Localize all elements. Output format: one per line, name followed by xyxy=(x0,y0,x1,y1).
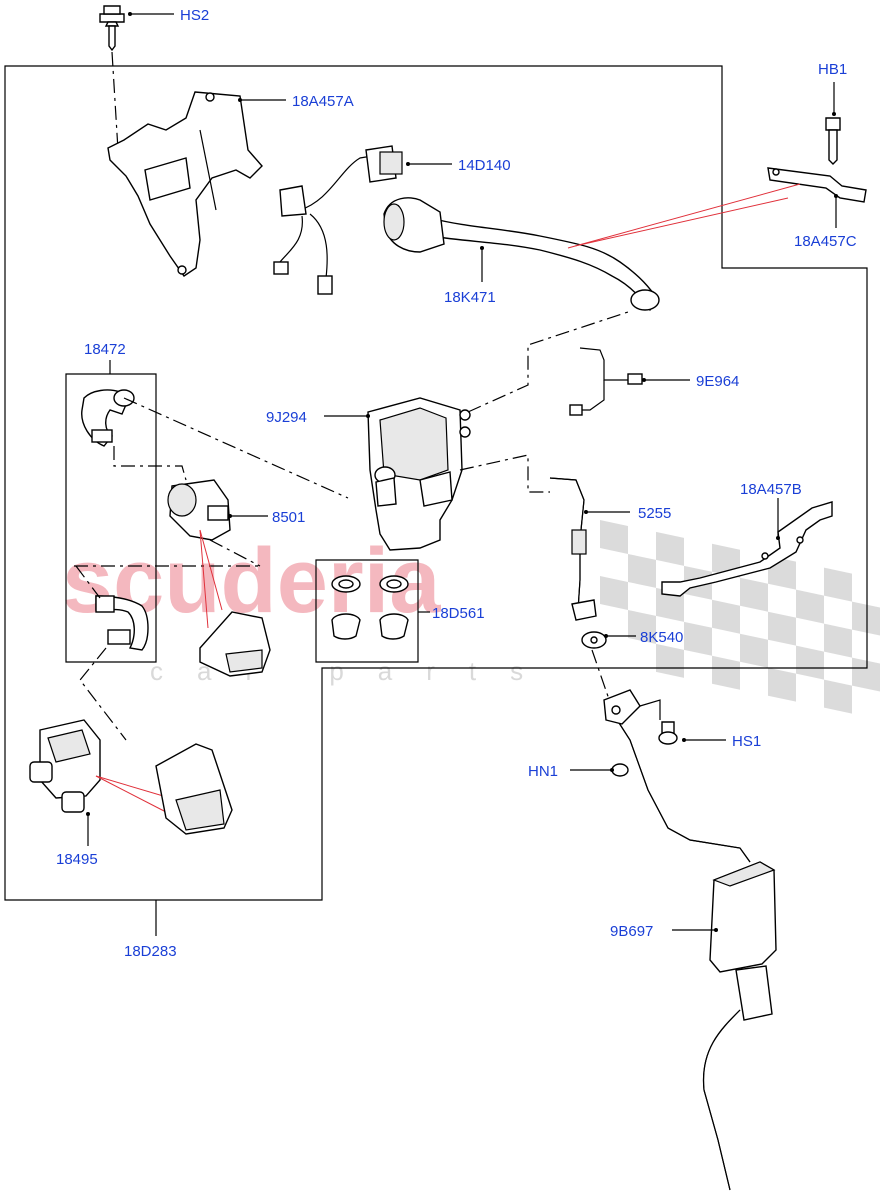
dash-9j294-duct xyxy=(467,311,629,413)
label-9E964: 9E964 xyxy=(696,373,739,390)
screw-HS1 xyxy=(658,721,678,745)
label-18A457A: 18A457A xyxy=(292,93,354,110)
label-18A457B: 18A457B xyxy=(740,481,802,498)
dash-hose-18495 xyxy=(79,647,127,741)
label-HB1: HB1 xyxy=(818,61,847,78)
heater-9J294 xyxy=(367,397,471,551)
group-outline-18472 xyxy=(65,373,157,663)
callout-18D561: 18D561 xyxy=(418,605,485,622)
label-9J294: 9J294 xyxy=(266,409,307,426)
callout-18A457B: 18A457B xyxy=(740,481,802,540)
callout-8501: 8501 xyxy=(228,509,305,526)
gasket-8K540 xyxy=(581,631,607,649)
bracket-18A457A xyxy=(107,91,263,277)
leader-red-6 xyxy=(95,775,171,799)
callout-9J294: 9J294 xyxy=(266,409,370,426)
duct-18K471 xyxy=(383,197,660,312)
nut-HN1 xyxy=(611,763,629,777)
leader-red-1 xyxy=(567,183,801,249)
dash-18472-8501 xyxy=(113,446,187,481)
label-9B697: 9B697 xyxy=(610,923,653,940)
dash-18472-left xyxy=(75,565,101,599)
leader-red-2 xyxy=(574,197,789,247)
callout-18A457A: 18A457A xyxy=(238,93,354,110)
group-outline-18D283 xyxy=(4,65,868,901)
label-8501: 8501 xyxy=(272,509,305,526)
label-14D140: 14D140 xyxy=(458,157,511,174)
label-18K471: 18K471 xyxy=(444,289,496,306)
bracket-18A457B xyxy=(661,501,833,597)
leader-red-5 xyxy=(95,775,167,813)
callout-18D283: 18D283 xyxy=(124,900,177,960)
label-18A457C: 18A457C xyxy=(794,233,857,250)
callout-18A457C: 18A457C xyxy=(794,194,857,250)
dash-18472-9j294 xyxy=(123,397,349,499)
valve-18495 xyxy=(29,719,101,813)
callout-18495: 18495 xyxy=(56,812,98,868)
callout-18K471: 18K471 xyxy=(444,246,496,306)
bolt-HB1 xyxy=(825,117,841,165)
bracket-18A457C xyxy=(767,167,867,203)
leader-red-3 xyxy=(199,529,223,611)
label-18472: 18472 xyxy=(84,341,126,358)
label-5255: 5255 xyxy=(638,505,671,522)
label-18495: 18495 xyxy=(56,851,98,868)
callout-HN1: HN1 xyxy=(528,763,614,780)
muffler-9B697 xyxy=(709,861,777,1021)
label-HS1: HS1 xyxy=(732,733,761,750)
callout-HB1: HB1 xyxy=(818,61,847,116)
watermark-brand: scuderia xyxy=(62,530,441,632)
label-18D283: 18D283 xyxy=(124,943,177,960)
label-HN1: HN1 xyxy=(528,763,558,780)
hose-18472-lower xyxy=(95,595,149,651)
callout-8K540: 8K540 xyxy=(604,629,683,646)
leader-red-4 xyxy=(199,529,209,629)
heat-shield-lower xyxy=(155,743,233,835)
label-8K540: 8K540 xyxy=(640,629,683,646)
dash-hs2 xyxy=(111,51,119,151)
pipe-5255 xyxy=(549,477,597,621)
callout-18472: 18472 xyxy=(84,341,126,374)
label-18D561: 18D561 xyxy=(432,605,485,622)
label-HS2: HS2 xyxy=(180,7,209,24)
leader-hs1-link xyxy=(639,699,661,720)
heat-shield-upper xyxy=(199,611,271,677)
pump-8501 xyxy=(167,479,231,541)
group-outline-18D561 xyxy=(315,559,419,663)
exhaust-pipe xyxy=(603,689,751,863)
dash-9j294-5255 xyxy=(459,454,550,493)
callout-HS1: HS1 xyxy=(682,733,761,750)
fuel-line-9E964 xyxy=(569,347,643,416)
dash-8501-bottom xyxy=(209,539,261,567)
grommets-18D561 xyxy=(331,575,409,640)
callout-14D140: 14D140 xyxy=(406,157,511,174)
harness-14D140 xyxy=(273,145,403,295)
dash-gasket-pipe xyxy=(591,649,613,709)
bolt-HS2 xyxy=(99,5,125,52)
callout-HS2: HS2 xyxy=(128,7,209,24)
callout-9E964: 9E964 xyxy=(642,373,739,390)
callout-9B697: 9B697 xyxy=(610,923,718,940)
tailpipe xyxy=(702,1009,741,1191)
checkered-flag-watermark xyxy=(600,520,880,714)
callout-5255: 5255 xyxy=(584,505,671,522)
